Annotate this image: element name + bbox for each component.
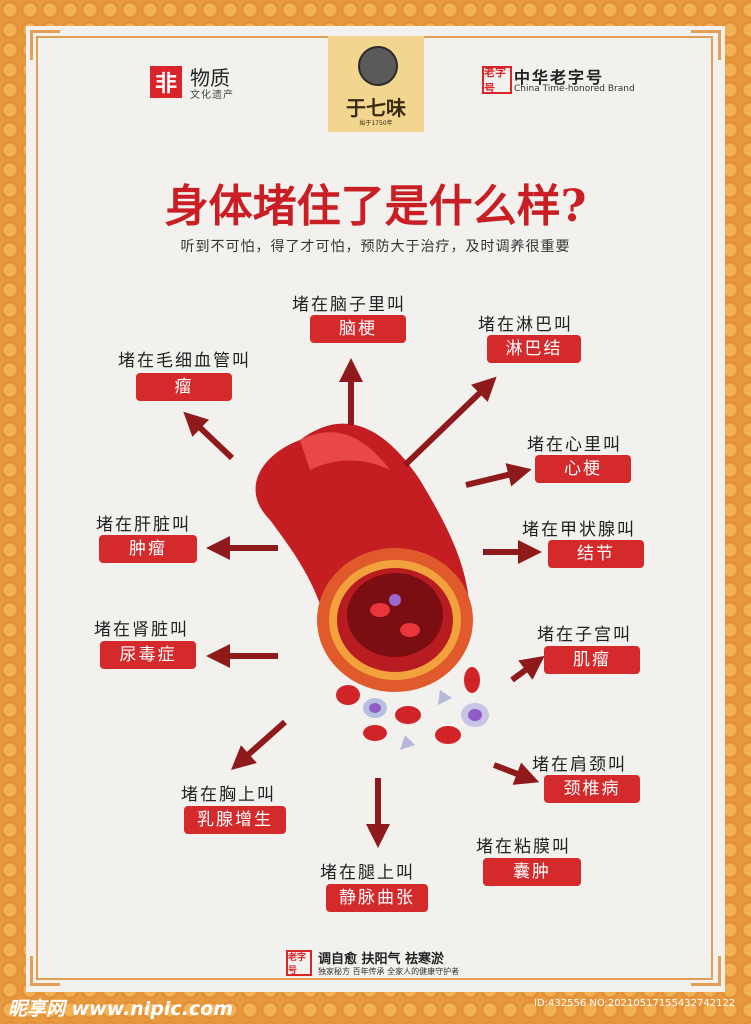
- footer-tagline: 独家秘方 百年传承 全家人的健康守护者: [318, 967, 460, 976]
- watermark-site: 昵享网 www.nipic.com: [8, 998, 234, 1020]
- tag-leg: 静脉曲张: [326, 884, 428, 912]
- tag-heart: 心梗: [535, 455, 631, 483]
- corner-ornament: [691, 956, 721, 986]
- laozihao-logo-icon: 老字号: [482, 66, 512, 95]
- page-subtitle: 听到不可怕，得了才可怕，预防大于治疗，及时调养很重要: [180, 239, 571, 255]
- label-kidney: 堵在肾脏叫: [94, 620, 189, 640]
- corner-ornament: [691, 30, 721, 60]
- tag-brain: 脑梗: [310, 315, 406, 343]
- label-chest: 堵在胸上叫: [181, 785, 276, 805]
- page-title: 身体堵住了是什么样?: [164, 181, 587, 232]
- footer-logo-icon: 老字号: [286, 950, 312, 976]
- label-mucosa: 堵在粘膜叫: [476, 837, 571, 857]
- label-uterus: 堵在子宫叫: [537, 625, 632, 645]
- brand-portrait-icon: [358, 46, 398, 86]
- tag-uterus: 肌瘤: [544, 646, 640, 674]
- tag-kidney: 尿毒症: [100, 641, 196, 669]
- corner-ornament: [30, 956, 60, 986]
- tag-capillary: 瘤: [136, 373, 232, 401]
- label-capillary: 堵在毛细血管叫: [118, 351, 251, 371]
- tag-liver: 肿瘤: [99, 535, 197, 563]
- label-liver: 堵在肝脏叫: [96, 515, 191, 535]
- corner-ornament: [30, 30, 60, 60]
- label-leg: 堵在腿上叫: [320, 863, 415, 883]
- brand-since: 始于1750年: [359, 120, 393, 127]
- tag-mucosa: 囊肿: [483, 858, 581, 886]
- tag-chest: 乳腺增生: [184, 806, 286, 834]
- watermark-id: ID:432556 NO:20210517155432742122: [534, 998, 736, 1009]
- laozihao-title: 中华老字号: [514, 68, 605, 87]
- label-heart: 堵在心里叫: [527, 435, 622, 455]
- brand-name: 于七味: [346, 96, 406, 120]
- heritage-logo-icon: 非: [150, 66, 182, 98]
- label-thyroid: 堵在甲状腺叫: [522, 520, 636, 540]
- tag-thyroid: 结节: [548, 540, 644, 568]
- tag-lymph: 淋巴结: [487, 335, 581, 363]
- label-lymph: 堵在淋巴叫: [478, 315, 573, 335]
- heritage-title: 物质: [190, 66, 230, 90]
- heritage-subtitle: 文化遗产: [190, 90, 234, 101]
- footer-slogan: 调自愈 扶阳气 祛寒淤: [318, 952, 445, 967]
- tag-shoulder-neck: 颈椎病: [544, 775, 640, 803]
- laozihao-subtitle: China Time-honored Brand: [514, 84, 635, 94]
- label-brain: 堵在脑子里叫: [292, 295, 406, 315]
- label-shoulder-neck: 堵在肩颈叫: [532, 755, 627, 775]
